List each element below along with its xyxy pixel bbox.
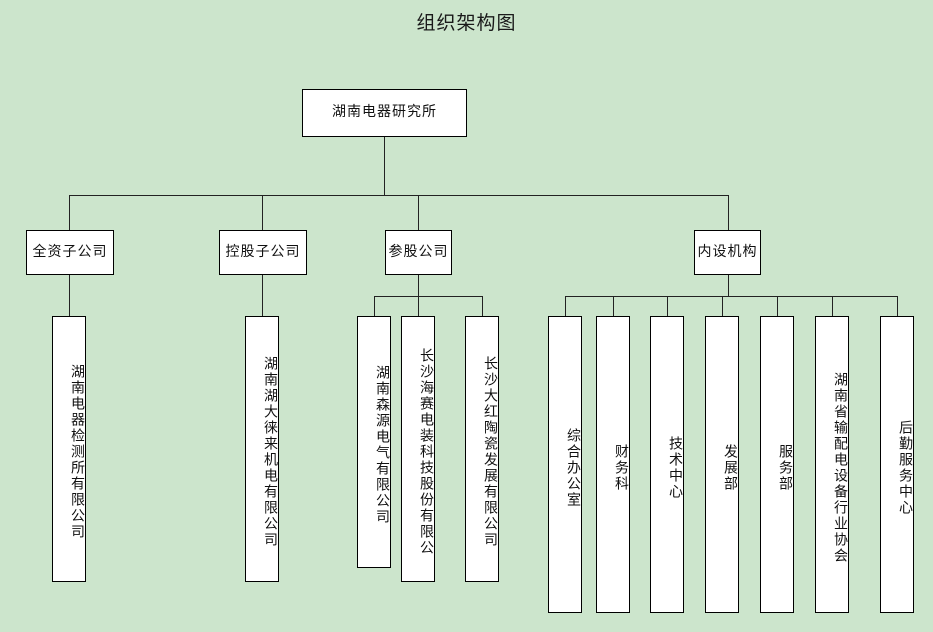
node-wholly-owned-subsidiaries[interactable]: 全资子公司	[26, 230, 114, 275]
connector-drop-equity	[418, 195, 419, 230]
connector-root-stem	[384, 137, 385, 195]
node-development-dept-label: 发展部	[722, 443, 738, 492]
connector-internal-drop-3	[667, 296, 668, 316]
connector-internal-drop-4	[722, 296, 723, 316]
node-hunan-senyuan[interactable]: 湖南森源电气有限公司	[357, 316, 391, 568]
connector-equity-drop-3	[482, 296, 483, 316]
connector-internal-drop-1	[565, 296, 566, 316]
connector-internal-drop-7	[897, 296, 898, 316]
node-development-dept[interactable]: 发展部	[705, 316, 739, 613]
connector-level2-bus	[69, 195, 728, 196]
node-changsha-dahong-label: 长沙大红陶瓷发展有限公司	[482, 356, 498, 548]
node-changsha-haisai[interactable]: 长沙海赛电装科技股份有限公	[401, 316, 435, 582]
node-finance-section[interactable]: 财务科	[596, 316, 630, 613]
node-wholly-owned-label: 全资子公司	[32, 243, 108, 260]
connector-equity-drop-2	[418, 296, 419, 316]
connector-drop-internal	[728, 195, 729, 230]
node-holding-label: 控股子公司	[225, 243, 301, 260]
node-logistics-center-label: 后勤服务中心	[897, 419, 913, 516]
connector-equity-bus	[374, 296, 482, 297]
node-industry-association[interactable]: 湖南省输配电设备行业协会	[815, 316, 849, 613]
node-industry-association-label: 湖南省输配电设备行业协会	[832, 371, 848, 564]
node-hunan-hudalailai[interactable]: 湖南湖大徕来机电有限公司	[245, 316, 279, 582]
node-changsha-haisai-label: 长沙海赛电装科技股份有限公	[418, 348, 434, 556]
node-general-office[interactable]: 综合办公室	[548, 316, 582, 613]
node-equity-label: 参股公司	[388, 243, 449, 260]
node-hunan-senyuan-label: 湖南森源电气有限公司	[374, 365, 390, 525]
node-internal-organizations[interactable]: 内设机构	[694, 230, 761, 275]
connector-drop-holding	[262, 195, 263, 230]
node-service-dept[interactable]: 服务部	[760, 316, 794, 613]
connector-equity-drop-1	[374, 296, 375, 316]
connector-internal-stem	[728, 275, 729, 296]
node-logistics-center[interactable]: 后勤服务中心	[880, 316, 914, 613]
node-changsha-dahong[interactable]: 长沙大红陶瓷发展有限公司	[465, 316, 499, 582]
connector-holding-to-child	[262, 275, 263, 316]
connector-wholly-owned-to-child	[69, 275, 70, 316]
node-service-dept-label: 服务部	[777, 443, 793, 492]
node-general-office-label: 综合办公室	[565, 427, 581, 508]
connector-internal-bus	[565, 296, 898, 297]
connector-internal-drop-5	[777, 296, 778, 316]
connector-equity-stem	[418, 275, 419, 296]
node-equity-companies[interactable]: 参股公司	[385, 230, 452, 275]
node-tech-center-label: 技术中心	[667, 435, 683, 500]
node-hunan-electric-testing-label: 湖南电器检测所有限公司	[69, 364, 85, 540]
node-finance-section-label: 财务科	[613, 443, 629, 492]
node-internal-label: 内设机构	[697, 243, 758, 260]
connector-internal-drop-2	[613, 296, 614, 316]
node-tech-center[interactable]: 技术中心	[650, 316, 684, 613]
node-hunan-electric-testing[interactable]: 湖南电器检测所有限公司	[52, 316, 86, 582]
page-title: 组织架构图	[416, 12, 517, 34]
connector-drop-wholly-owned	[69, 195, 70, 230]
connector-internal-drop-6	[832, 296, 833, 316]
node-root[interactable]: 湖南电器研究所	[302, 89, 467, 137]
node-root-label: 湖南电器研究所	[332, 104, 437, 121]
node-hunan-hudalailai-label: 湖南湖大徕来机电有限公司	[262, 356, 278, 548]
node-holding-subsidiaries[interactable]: 控股子公司	[219, 230, 307, 275]
